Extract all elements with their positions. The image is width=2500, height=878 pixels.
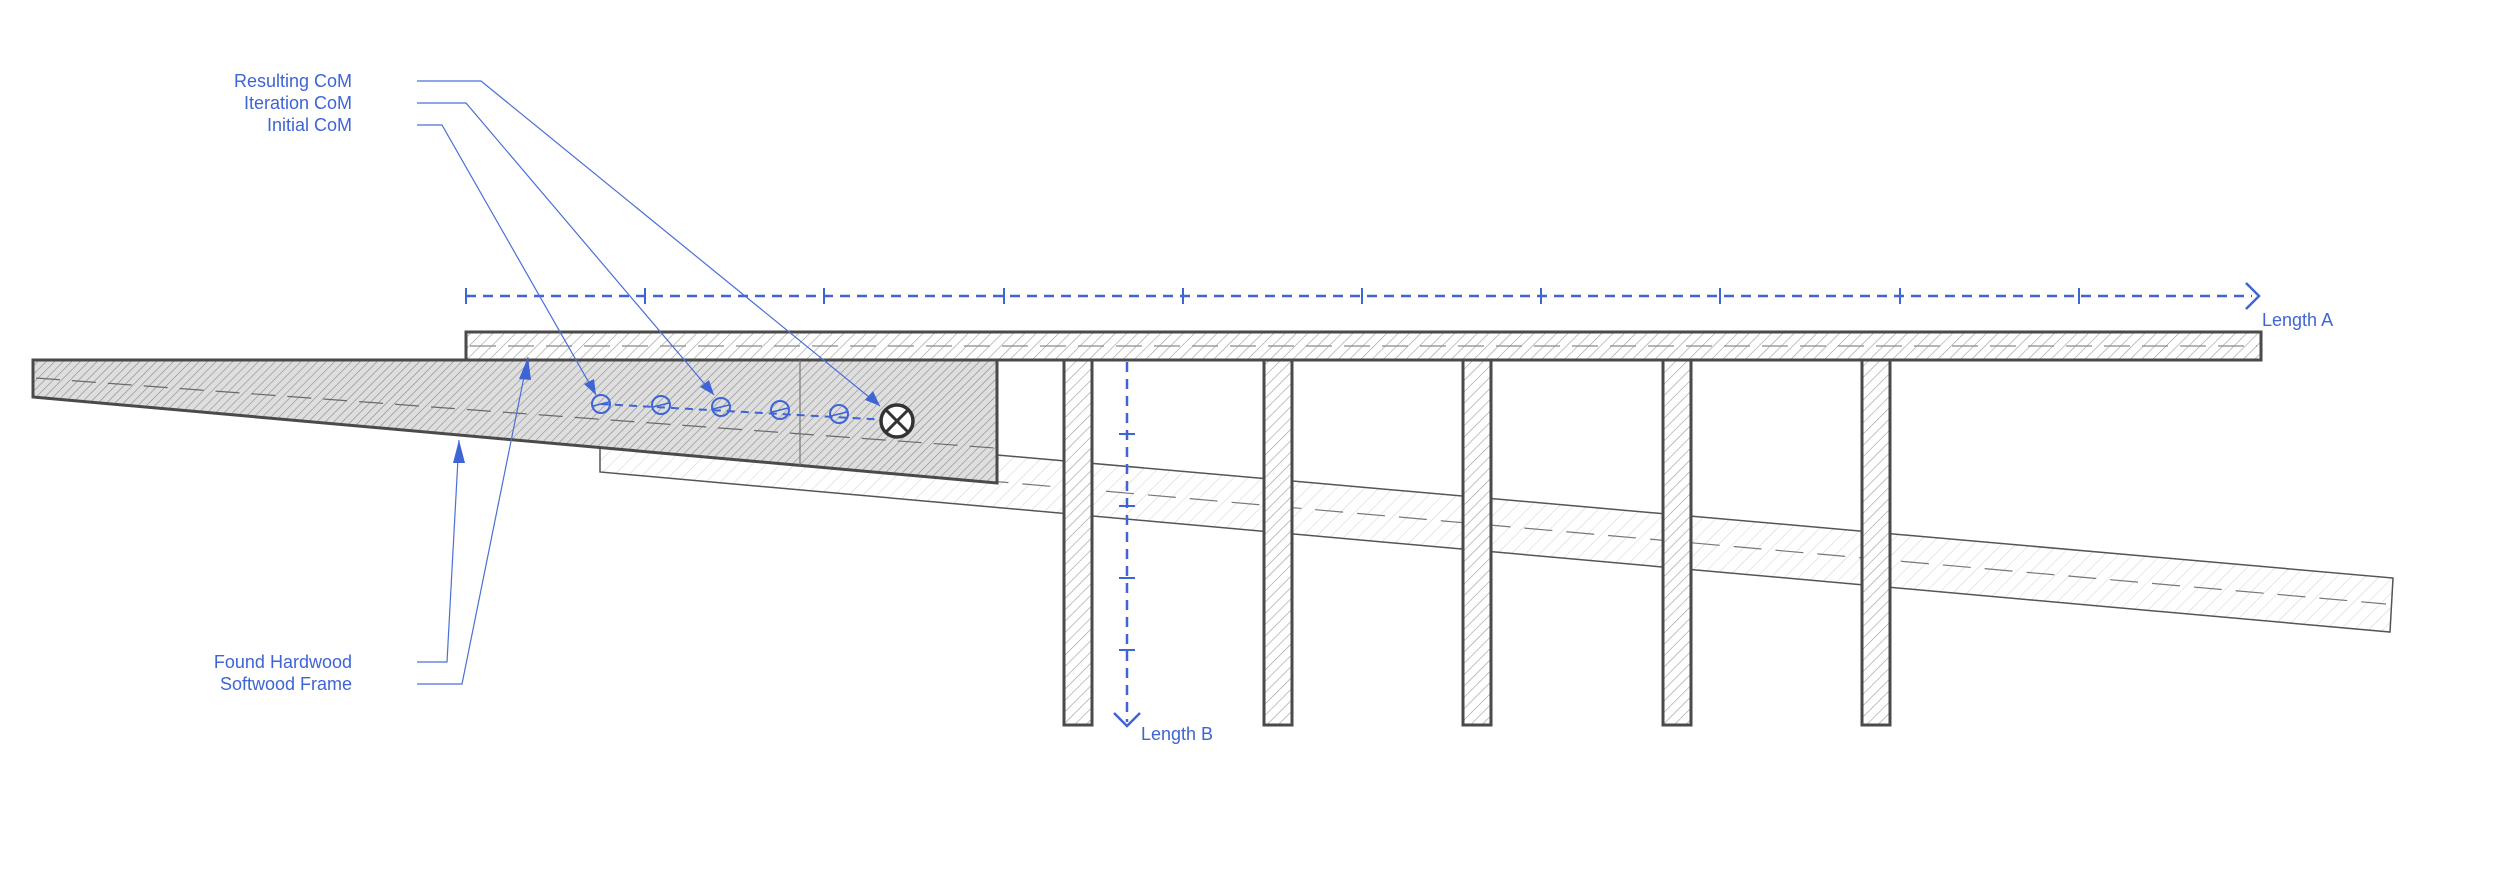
found-hardwood-label: Found Hardwood [214, 652, 352, 672]
crossed-circle-icon [879, 403, 915, 439]
length-a-dimension: Length A [465, 282, 2333, 330]
leg-1 [1062, 358, 1094, 727]
legs [1062, 358, 1892, 727]
leg-2 [1262, 358, 1294, 727]
arrowhead-icon [519, 357, 531, 380]
arrowhead-icon [1113, 712, 1141, 728]
initial-com-label: Initial CoM [267, 115, 352, 135]
com-marker-3 [711, 397, 731, 417]
softwood-frame-label: Softwood Frame [220, 674, 352, 694]
com-marker-5 [829, 404, 849, 424]
length-b-label: Length B [1141, 724, 1213, 744]
iteration-com-label: Iteration CoM [244, 93, 352, 113]
com-marker-1 [591, 394, 611, 414]
arrowhead-icon [584, 379, 596, 395]
leaders [417, 80, 881, 685]
com-iterations [591, 394, 915, 439]
length-b-dimension: Length B [1113, 362, 1213, 744]
callout-labels: Resulting CoM Iteration CoM Initial CoM … [214, 71, 352, 694]
com-marker-2 [651, 395, 671, 415]
leg-3 [1461, 358, 1493, 727]
length-a-label: Length A [2262, 310, 2333, 330]
leg-4 [1661, 358, 1693, 727]
arrowhead-icon [865, 391, 880, 406]
com-marker-4 [770, 400, 790, 420]
top-board [464, 330, 2263, 362]
arrowhead-icon [453, 440, 465, 463]
arrowhead-icon [700, 380, 714, 395]
leg-5 [1860, 358, 1892, 727]
resulting-com-label: Resulting CoM [234, 71, 352, 91]
arrowhead-icon [2245, 282, 2261, 310]
